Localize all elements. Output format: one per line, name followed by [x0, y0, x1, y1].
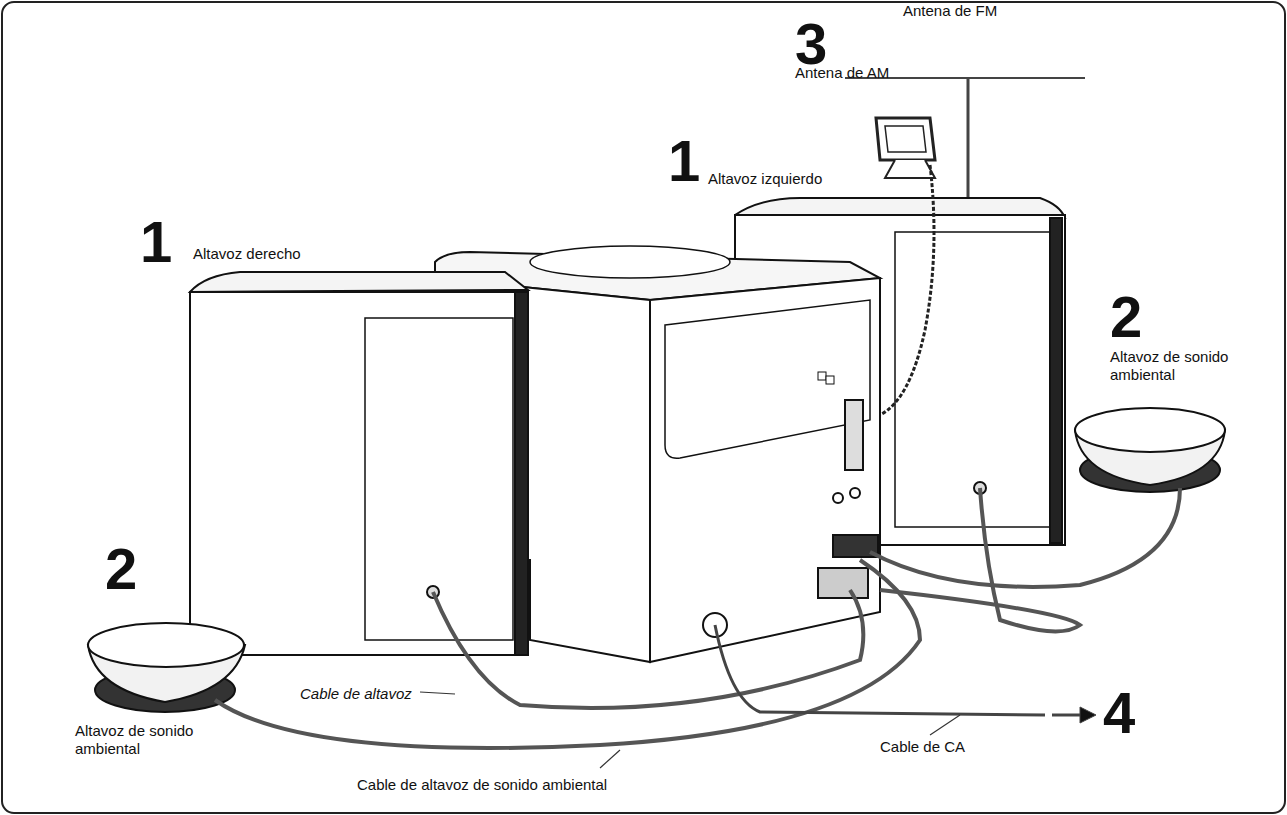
part-label: Antena de AM — [795, 64, 889, 82]
part-label: Cable de altavoz — [300, 685, 412, 703]
ac-cable — [715, 625, 1096, 723]
surround-speaker — [88, 408, 1225, 712]
speaker-wire — [215, 488, 1180, 748]
part-label: Altavoz de sonido ambiental — [1110, 348, 1235, 384]
part-label: Antena de FM — [903, 2, 997, 20]
part-label: Cable de altavoz de sonido ambiental — [357, 776, 607, 794]
part-label: Altavoz izquierdo — [708, 170, 822, 188]
leader-line — [420, 692, 960, 768]
part-label: Altavoz derecho — [193, 245, 301, 263]
callout-number: 1 — [140, 213, 172, 271]
callout-number: 1 — [668, 132, 700, 190]
right-speaker — [190, 272, 528, 655]
callout-number: 4 — [1103, 684, 1135, 742]
callout-number: 2 — [1110, 288, 1142, 346]
part-label: Altavoz de sonido ambiental — [75, 722, 200, 758]
callout-number: 2 — [105, 540, 137, 598]
part-label: Cable de CA — [880, 738, 965, 756]
